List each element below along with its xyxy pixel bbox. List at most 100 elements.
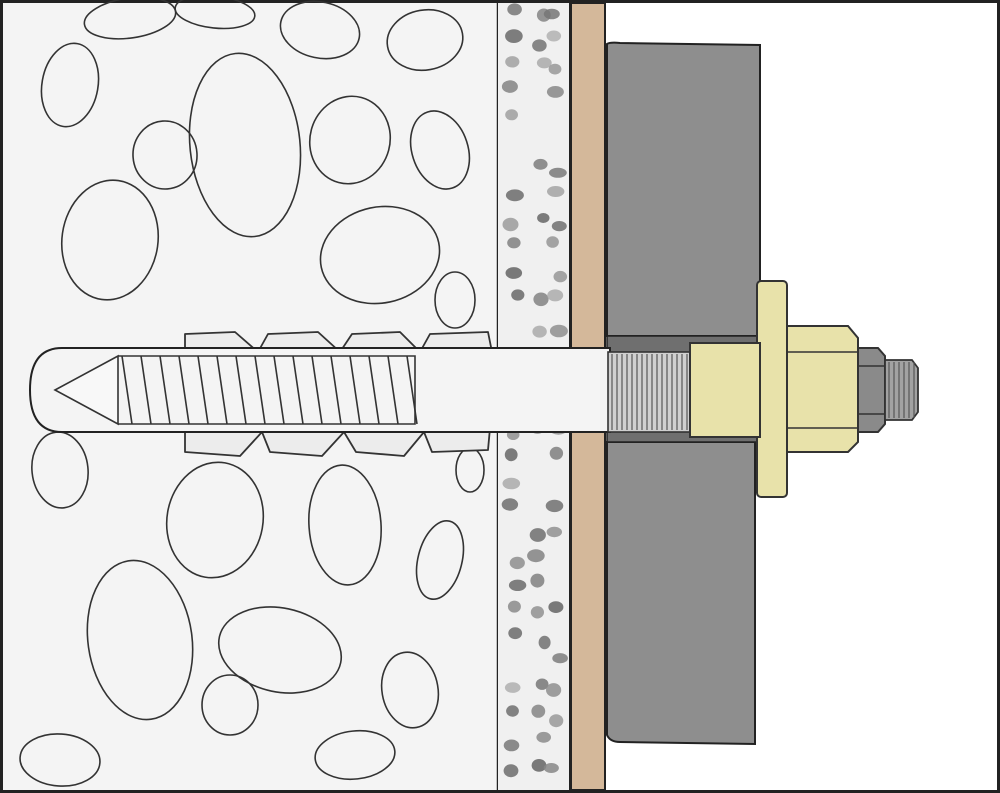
- plaster-speckle: [546, 683, 562, 697]
- screw-thread-line: [292, 355, 304, 425]
- pebble: [201, 674, 259, 736]
- plaster-speckle: [532, 325, 547, 338]
- plaster-speckle: [549, 167, 567, 178]
- plaster-speckle: [549, 714, 564, 728]
- screw-thread-line: [178, 355, 190, 425]
- rod-end: [884, 359, 919, 421]
- plaster-speckle: [505, 267, 523, 279]
- pebble: [314, 729, 396, 781]
- screw-thread-line: [235, 355, 247, 425]
- plate-lower: [606, 441, 756, 746]
- plaster-speckle: [545, 499, 564, 513]
- plaster-speckle: [502, 477, 521, 490]
- screw-threads: [121, 355, 418, 425]
- pebble: [380, 651, 440, 729]
- rod-end-body: [884, 359, 919, 421]
- plaster-speckle: [546, 236, 559, 248]
- plaster-speckle: [531, 704, 546, 718]
- pebble: [188, 52, 302, 238]
- plaster-speckle: [537, 213, 550, 223]
- hex-nut-body: [786, 325, 859, 453]
- plaster-speckle: [533, 292, 549, 307]
- washer: [689, 280, 788, 498]
- screw-thread-line: [311, 355, 323, 425]
- pebble: [165, 461, 265, 579]
- plaster-speckle: [552, 653, 568, 664]
- screw-thread-line: [159, 355, 171, 425]
- screw-thread-line: [216, 355, 228, 425]
- pebble: [308, 95, 392, 185]
- screw-thread-line: [121, 355, 133, 425]
- pebble: [132, 120, 198, 190]
- plaster-speckle: [536, 57, 552, 69]
- screw-thread-line: [140, 355, 152, 425]
- plaster-speckle: [549, 446, 564, 460]
- plaster-speckle: [533, 158, 548, 170]
- plaster-speckle: [543, 763, 559, 773]
- plaster-speckle: [553, 270, 568, 283]
- plaster-speckle: [546, 526, 562, 538]
- plaster-speckle: [503, 764, 519, 778]
- plaster-speckle: [530, 606, 545, 619]
- plaster-speckle: [505, 56, 520, 68]
- pebble: [40, 42, 100, 128]
- pebble: [415, 520, 465, 600]
- plaster-speckle: [506, 705, 519, 717]
- screw-thread-line: [197, 355, 209, 425]
- plaster-speckle: [549, 324, 568, 338]
- plaster-speckle: [504, 682, 521, 693]
- plaster-speckle: [511, 289, 525, 301]
- plaster-speckle: [505, 29, 523, 43]
- plaster-speckle: [531, 759, 547, 772]
- pebble: [409, 110, 471, 190]
- pebble: [279, 0, 361, 60]
- plaster-speckle: [536, 731, 551, 743]
- pebble: [386, 8, 464, 72]
- plaster-speckle: [508, 627, 523, 640]
- lock-nut-body: [857, 347, 886, 433]
- pebble: [174, 0, 256, 30]
- rod-body: [28, 347, 611, 433]
- speckle-group: [501, 3, 569, 778]
- washer-body: [756, 280, 788, 498]
- plaster-speckle: [548, 63, 562, 75]
- screw-thread-line: [387, 355, 399, 425]
- plate-upper: [606, 41, 761, 337]
- plaster-speckle: [551, 221, 567, 232]
- lock-nut: [857, 347, 886, 433]
- plaster-speckle: [507, 600, 521, 613]
- pebble: [434, 271, 476, 329]
- plaster-speckle: [502, 217, 519, 232]
- plaster-speckle: [547, 186, 565, 197]
- pebble: [319, 205, 441, 305]
- screw-thread-line: [349, 355, 361, 425]
- threaded-rod: [28, 347, 697, 433]
- rod-tip: [53, 354, 119, 426]
- washer-spacer: [689, 342, 761, 438]
- pebble-group: [19, 0, 485, 787]
- plaster-speckle: [527, 549, 545, 563]
- plaster-speckle: [543, 8, 560, 20]
- plaster-speckle: [504, 448, 518, 462]
- plaster-speckle: [501, 80, 518, 93]
- screw-thread-line: [330, 355, 342, 425]
- plaster-speckle: [508, 579, 527, 591]
- plaster-speckle: [501, 498, 519, 511]
- plaster-speckle: [529, 528, 546, 542]
- pebble: [19, 733, 101, 787]
- plaster-speckle: [503, 739, 520, 752]
- pebble: [86, 559, 194, 721]
- plaster-speckle: [530, 573, 545, 588]
- hex-nut: [786, 325, 859, 453]
- plaster-speckle: [507, 3, 522, 16]
- screw-thread-line: [368, 355, 380, 425]
- pebble: [308, 464, 382, 586]
- plaster-speckle: [546, 30, 562, 42]
- rod-thread-lines: [611, 354, 693, 430]
- plaster-speckle: [547, 289, 564, 302]
- plaster-speckle: [505, 189, 524, 202]
- screw-thread-line: [273, 355, 285, 425]
- rod-end-thread-lines: [888, 362, 915, 418]
- pebble: [60, 179, 160, 301]
